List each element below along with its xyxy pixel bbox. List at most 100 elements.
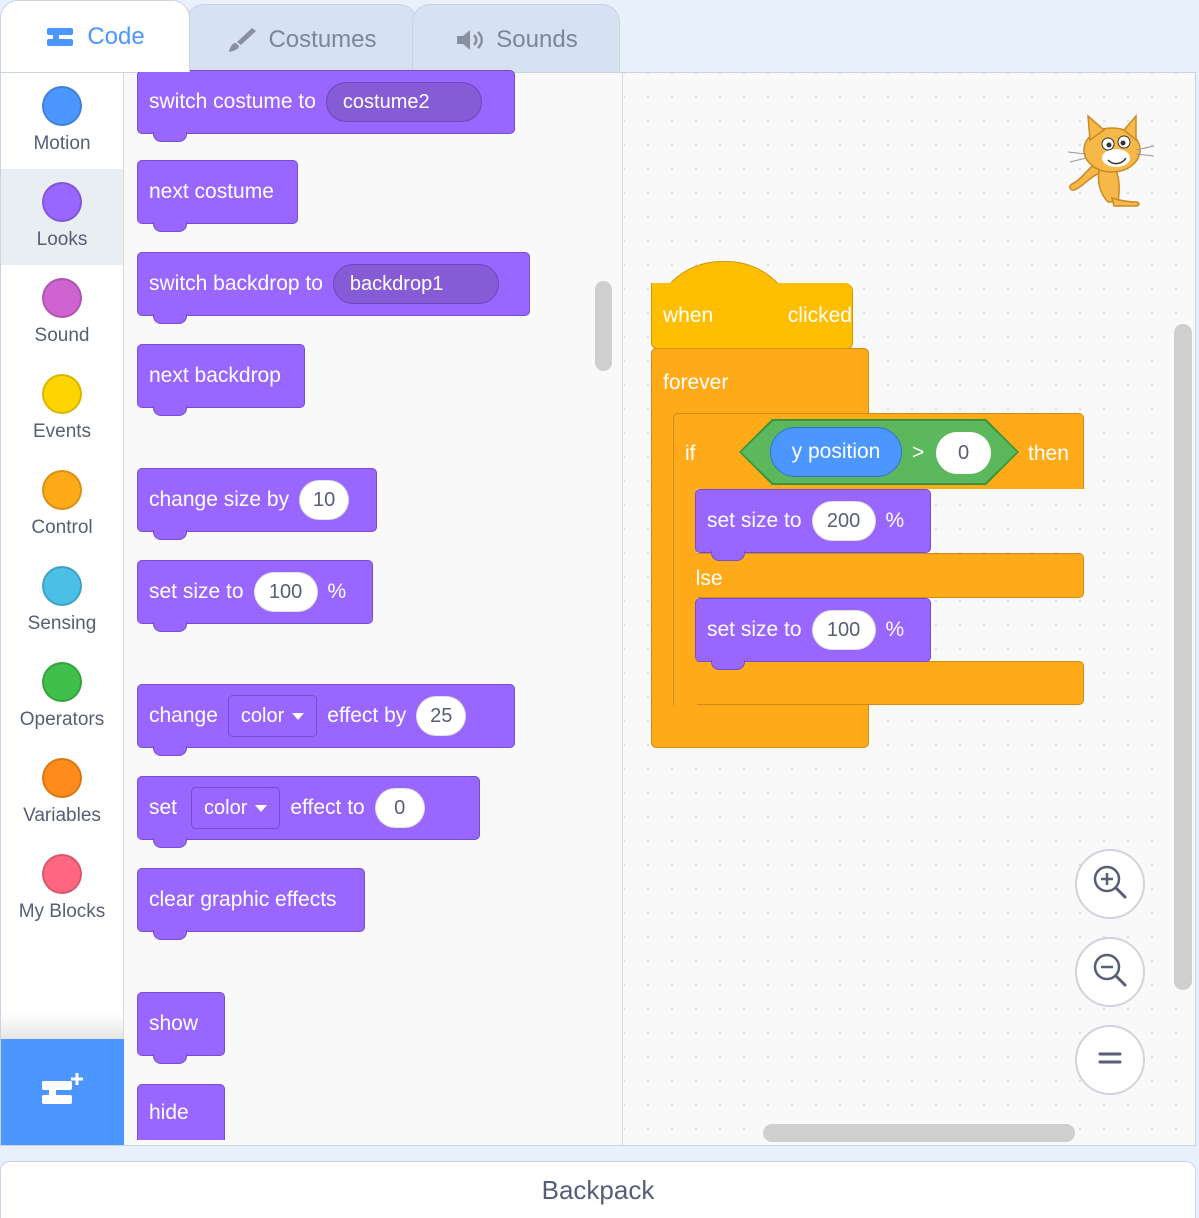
script-vertical-scrollbar[interactable] [1174, 324, 1192, 990]
y-position-reporter[interactable]: y position [770, 427, 902, 477]
category-label: Looks [36, 229, 88, 250]
set-size-else-block[interactable]: set size to 100 % [695, 598, 931, 670]
block-text: switch costume to [149, 90, 316, 113]
block-text: hide [149, 1100, 189, 1124]
block-text: next costume [149, 180, 274, 203]
compare-value-input[interactable]: 0 [936, 432, 991, 474]
clicked-label: clicked [787, 303, 852, 327]
category-sound[interactable]: Sound [1, 265, 123, 361]
caret-down-icon [255, 804, 268, 812]
category-looks[interactable]: Looks [1, 169, 123, 265]
category-label: Sensing [27, 613, 97, 634]
set-size-block[interactable]: set size to 100 % [137, 560, 373, 632]
size-then-input[interactable]: 200 [811, 501, 876, 541]
forever-block[interactable]: forever [651, 348, 869, 414]
events-color-dot [42, 374, 82, 414]
greater-than-symbol: > [912, 441, 925, 464]
backpack-header[interactable]: Backpack [0, 1161, 1196, 1218]
size-input[interactable]: 100 [253, 572, 318, 612]
zoom-out-icon [1090, 950, 1130, 995]
if-left-edge [673, 487, 697, 705]
tab-costumes[interactable]: Costumes [186, 4, 417, 74]
dropdown-value: color [240, 704, 285, 727]
category-variables[interactable]: Variables [1, 745, 123, 841]
block-text: switch backdrop to [149, 272, 323, 295]
effect-dropdown[interactable]: color [227, 695, 318, 737]
forever-arm [651, 412, 675, 708]
sound-color-dot [42, 278, 82, 318]
switch-backdrop-block[interactable]: switch backdrop to backdrop1 [137, 252, 530, 324]
dropdown-value: color [204, 796, 248, 819]
category-label: Operators [19, 709, 105, 730]
category-motion[interactable]: Motion [1, 73, 123, 169]
tab-costumes-label: Costumes [268, 25, 377, 53]
block-text: set size to [149, 580, 244, 603]
forever-footer [651, 704, 869, 748]
category-sensing[interactable]: Sensing [1, 553, 123, 649]
when-flag-clicked-block[interactable]: when clicked [651, 283, 853, 349]
costume-menu[interactable]: costume2 [325, 82, 482, 122]
size-else-input[interactable]: 100 [811, 610, 876, 650]
change-effect-block[interactable]: change color effect by 25 [137, 684, 515, 756]
operators-color-dot [42, 662, 82, 702]
category-fade [1, 1013, 123, 1039]
sprite-cat-icon [1062, 110, 1158, 210]
then-label: then [1028, 442, 1069, 465]
add-extension-button[interactable] [1, 1039, 125, 1145]
switch-costume-block[interactable]: switch costume to costume2 [137, 70, 515, 142]
palette-scrollbar[interactable] [595, 281, 612, 371]
motion-color-dot [42, 86, 82, 126]
show-block[interactable]: show [137, 992, 225, 1064]
category-menu: Motion Looks Sound Events Control Sensin… [1, 73, 125, 1145]
category-label: Motion [33, 133, 91, 154]
backpack-label: Backpack [541, 1174, 655, 1205]
category-events[interactable]: Events [1, 361, 123, 457]
change-size-block[interactable]: change size by 10 [137, 468, 377, 540]
block-text: clear graphic effects [149, 888, 337, 911]
category-control[interactable]: Control [1, 457, 123, 553]
tab-sounds[interactable]: Sounds [412, 4, 620, 74]
percent-label: % [885, 618, 905, 641]
category-label: Sound [34, 325, 90, 346]
size-change-input[interactable]: 10 [299, 480, 350, 520]
block-text: show [149, 1012, 199, 1035]
hide-block[interactable]: hide [137, 1084, 225, 1140]
caret-down-icon [292, 712, 305, 720]
percent-label: % [885, 509, 905, 532]
block-text: set [149, 796, 178, 819]
tab-code-label: Code [87, 22, 145, 50]
block-text: effect by [327, 704, 407, 727]
zoom-out-button[interactable] [1075, 937, 1145, 1007]
effect-change-input[interactable]: 25 [416, 696, 467, 736]
category-operators[interactable]: Operators [1, 649, 123, 745]
category-label: My Blocks [18, 901, 106, 922]
category-label: Variables [23, 805, 101, 826]
effect-dropdown[interactable]: color [191, 787, 281, 829]
add-extension-icon [40, 1071, 86, 1116]
zoom-in-icon [1090, 862, 1130, 907]
block-text: change size by [149, 488, 290, 511]
effect-value-input[interactable]: 0 [374, 788, 425, 828]
if-label: if [685, 442, 696, 465]
zoom-in-button[interactable] [1075, 849, 1145, 919]
equals-icon [1095, 1048, 1125, 1073]
script-horizontal-scrollbar[interactable] [763, 1124, 1075, 1142]
category-label: Control [31, 517, 93, 538]
looks-color-dot [42, 182, 82, 222]
clear-graphic-effects-block[interactable]: clear graphic effects [137, 868, 365, 940]
control-color-dot [42, 470, 82, 510]
zoom-reset-button[interactable] [1075, 1025, 1145, 1095]
brush-icon [226, 25, 258, 55]
set-size-then-block[interactable]: set size to 200 % [695, 489, 931, 561]
variables-color-dot [42, 758, 82, 798]
speaker-icon [454, 26, 486, 54]
when-label: when [663, 303, 714, 327]
category-my-blocks[interactable]: My Blocks [1, 841, 123, 937]
next-costume-block[interactable]: next costume [137, 160, 298, 232]
next-backdrop-block[interactable]: next backdrop [137, 344, 305, 416]
backdrop-menu[interactable]: backdrop1 [332, 264, 499, 304]
tab-code[interactable]: Code [0, 0, 190, 72]
my-blocks-color-dot [42, 854, 82, 894]
set-effect-block[interactable]: set color effect to 0 [137, 776, 480, 848]
block-text: next backdrop [149, 364, 281, 387]
